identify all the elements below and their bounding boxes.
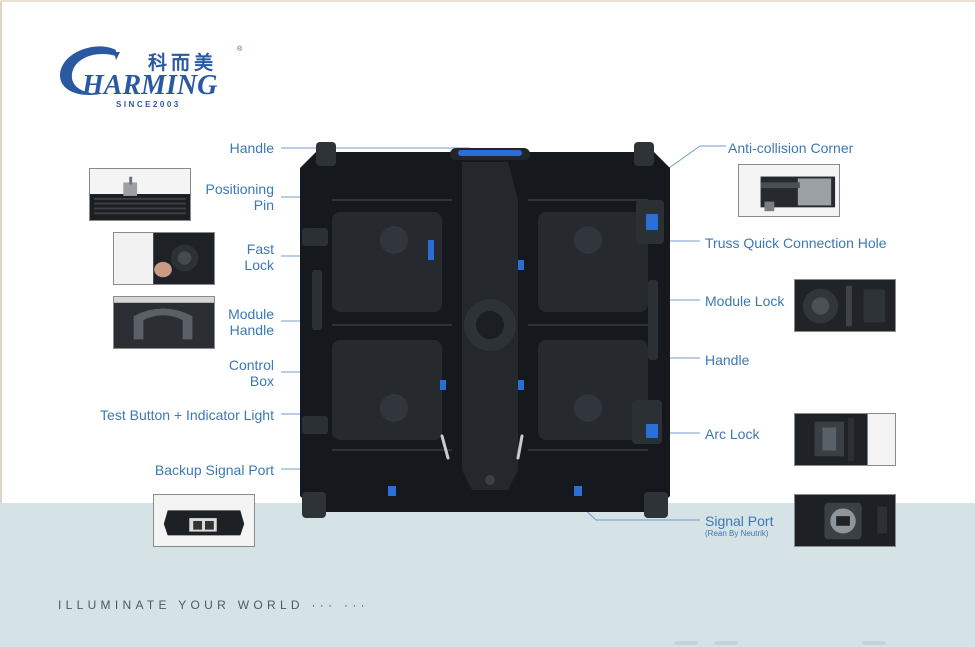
footer-deco-1 — [674, 641, 698, 645]
label-module-handle: Module Handle — [204, 306, 274, 338]
label-positioning-pin: Positioning Pin — [194, 181, 275, 213]
logo-english-text: HARMING — [82, 70, 217, 100]
label-arc-lock: Arc Lock — [705, 426, 760, 442]
footer-deco-3 — [862, 641, 886, 645]
label-module-lock: Module Lock — [705, 293, 785, 309]
corner-br — [644, 492, 668, 518]
label-control-box-line2: Box — [249, 373, 274, 389]
label-handle-top: Handle — [229, 140, 274, 156]
page-frame-top — [0, 0, 975, 2]
label-fast-lock: Fast Lock — [214, 241, 274, 273]
label-anti-collision-corner: Anti-collision Corner — [728, 140, 854, 156]
logo-english-name: HARMING — [82, 70, 217, 100]
backup-signal-port-photo — [153, 494, 255, 547]
label-backup-signal-port: Backup Signal Port — [154, 462, 274, 478]
label-signal-port-note: (Rean By Neutrik) — [705, 529, 769, 538]
corner-tr — [634, 142, 654, 166]
label-positioning-pin-line1: Positioning — [205, 181, 275, 197]
charming-logo: 科而美 ® HARMING SINCE2003 — [56, 40, 256, 112]
fast-lock-photo — [113, 232, 215, 285]
right-side-handle — [648, 280, 658, 360]
logo-c-mark — [59, 46, 120, 96]
arc-lock-photo — [794, 413, 896, 466]
positioning-pin-photo — [89, 168, 191, 221]
logo-registered-mark: ® — [237, 46, 243, 53]
label-positioning-pin-line2: Pin — [253, 197, 274, 213]
corner-bl — [302, 492, 326, 518]
fast-lock-part — [302, 228, 328, 246]
footer-slogan: ILLUMINATE YOUR WORLD ··· ··· — [58, 598, 369, 612]
anti-collision-corner-photo — [738, 164, 840, 217]
module-lock-photo — [794, 279, 896, 332]
label-module-handle-line1: Module — [228, 306, 274, 322]
logo-chinese-name: 科而美 — [148, 53, 218, 74]
module-handle-photo — [113, 296, 215, 349]
logo-since: SINCE2003 — [116, 100, 181, 109]
corner-tl — [316, 142, 336, 166]
label-module-handle-line2: Handle — [229, 322, 274, 338]
label-truss-hole: Truss Quick Connection Hole — [705, 235, 887, 251]
label-control-box: Control Box — [204, 357, 274, 389]
led-cabinet-illustration — [300, 142, 670, 518]
label-test-button: Test Button + Indicator Light — [100, 407, 274, 423]
label-handle-right: Handle — [705, 352, 750, 368]
left-side-handle — [312, 270, 322, 330]
label-signal-port: Signal Port (Rean By Neutrik) — [705, 513, 773, 539]
label-control-box-line1: Control — [228, 357, 274, 373]
label-signal-port-title: Signal Port — [705, 513, 774, 529]
signal-port-photo — [794, 494, 896, 547]
label-fast-lock-line2: Lock — [244, 257, 274, 273]
footer-deco-2 — [714, 641, 738, 645]
page-frame-left — [0, 0, 2, 647]
label-fast-lock-line1: Fast — [246, 241, 274, 257]
